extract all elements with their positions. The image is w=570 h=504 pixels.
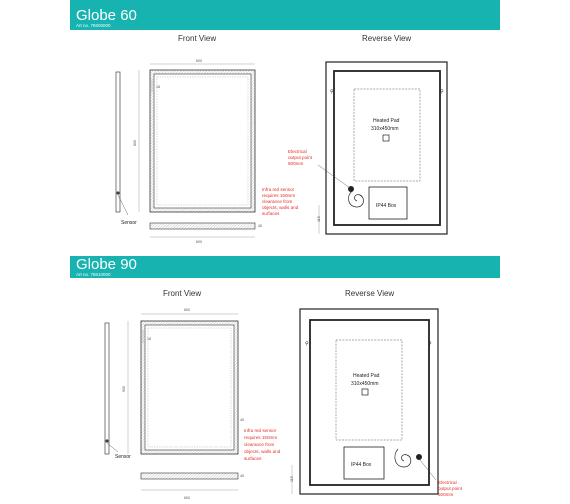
sensor-label: Sensor	[115, 454, 131, 460]
ip44-label: IP44 Box	[351, 462, 372, 468]
dim-side: 45	[240, 474, 244, 478]
sensor-note-line: clearance from	[244, 442, 275, 447]
electrical-note-line: Electrical	[438, 480, 457, 485]
dim-top: 18	[156, 85, 160, 89]
dim-height: 800	[133, 140, 137, 146]
sensor-dot	[116, 191, 120, 195]
hanger-icon: ⚲	[305, 341, 309, 347]
reverse-view-title: Reverse View	[345, 289, 395, 298]
dim-bottom-width: 600	[184, 496, 190, 500]
base-profile	[140, 472, 239, 480]
art-number: Art no. 78610000	[76, 272, 111, 277]
mirror-glass	[153, 73, 252, 209]
section-banner-globe-60: Globe 60 Art no. 78600000	[70, 0, 500, 30]
sensor-note-line: surfaces	[244, 456, 262, 461]
ip44-label: IP44 Box	[376, 203, 397, 209]
section-banner-globe-90: Globe 90 Art no. 78610000	[70, 256, 500, 278]
dim-base: 115	[290, 476, 294, 482]
dim-width: 600	[184, 308, 190, 312]
reverse-view-drawing-90: Heated Pad 310x450mm ⚲ ⚲ IP44 Box Electr…	[290, 308, 463, 497]
art-number: Art no. 78600000	[76, 23, 111, 28]
reverse-view-drawing-60: Heated Pad 310x450mm ⚲ ⚲ IP44 Box Electr…	[288, 61, 448, 235]
front-view-title: Front View	[163, 289, 202, 298]
dim-side: 45	[240, 418, 244, 422]
electrical-note-line: 500mm	[288, 161, 303, 166]
section-title: Globe 60	[76, 7, 137, 24]
sensor-note-line: requires 150mm	[262, 193, 295, 198]
cable-spiral	[348, 190, 364, 208]
sensor-note-line: Infra red sensor	[262, 187, 295, 192]
sensor-label: Sensor	[121, 220, 137, 226]
electrical-note-line: 500mm	[438, 492, 453, 497]
dim-top: 18	[147, 337, 151, 341]
electrical-note-line: Electrical	[288, 149, 307, 154]
electrical-note-line: output point	[438, 486, 463, 491]
reverse-view-title: Reverse View	[362, 34, 412, 43]
base-profile	[149, 222, 256, 230]
side-profile	[104, 322, 110, 455]
electrical-point	[348, 186, 354, 192]
sensor-note-line: objects, walls and	[244, 449, 281, 454]
dim-bottom-width: 600	[196, 240, 202, 244]
heated-pad	[335, 339, 403, 441]
dim-height: 900	[122, 386, 126, 392]
electrical-point	[416, 454, 422, 460]
heated-pad-size: 310x450mm	[371, 126, 399, 132]
ip44-box	[368, 186, 408, 220]
heated-pad	[353, 88, 421, 182]
section-title: Globe 90	[76, 256, 137, 273]
mirror-glass	[144, 324, 235, 451]
hanger-icon: ⚲	[330, 89, 334, 95]
heated-pad-size: 310x450mm	[351, 381, 379, 387]
sensor-note-line: objects, walls and	[262, 205, 299, 210]
sensor-note-line: Infra red sensor	[244, 428, 277, 433]
side-profile	[115, 71, 121, 213]
sensor-note-line: surfaces	[262, 211, 280, 216]
front-view-drawing-90: Sensor 600 18 900 600 45 45 Infra red se…	[104, 308, 281, 500]
cable-spiral	[394, 448, 412, 468]
hanger-icon: ⚲	[428, 341, 432, 347]
heated-pad-label: Heated Pad	[353, 373, 380, 379]
dim-base: 115	[317, 216, 321, 222]
sensor-dot	[105, 439, 109, 443]
heated-pad-label: Heated Pad	[373, 118, 400, 124]
dim-width: 600	[196, 59, 202, 63]
ip44-box	[343, 446, 385, 480]
electrical-note-line: output point	[288, 155, 313, 160]
hanger-icon: ⚲	[440, 89, 444, 95]
sensor-note-line: requires 150mm	[244, 435, 277, 440]
sensor-note-line: clearance from	[262, 199, 293, 204]
front-view-drawing-60: Sensor 600 18 800 600 45 Infra red senso…	[115, 59, 299, 244]
front-view-title: Front View	[178, 34, 217, 43]
dim-side: 45	[258, 224, 262, 228]
